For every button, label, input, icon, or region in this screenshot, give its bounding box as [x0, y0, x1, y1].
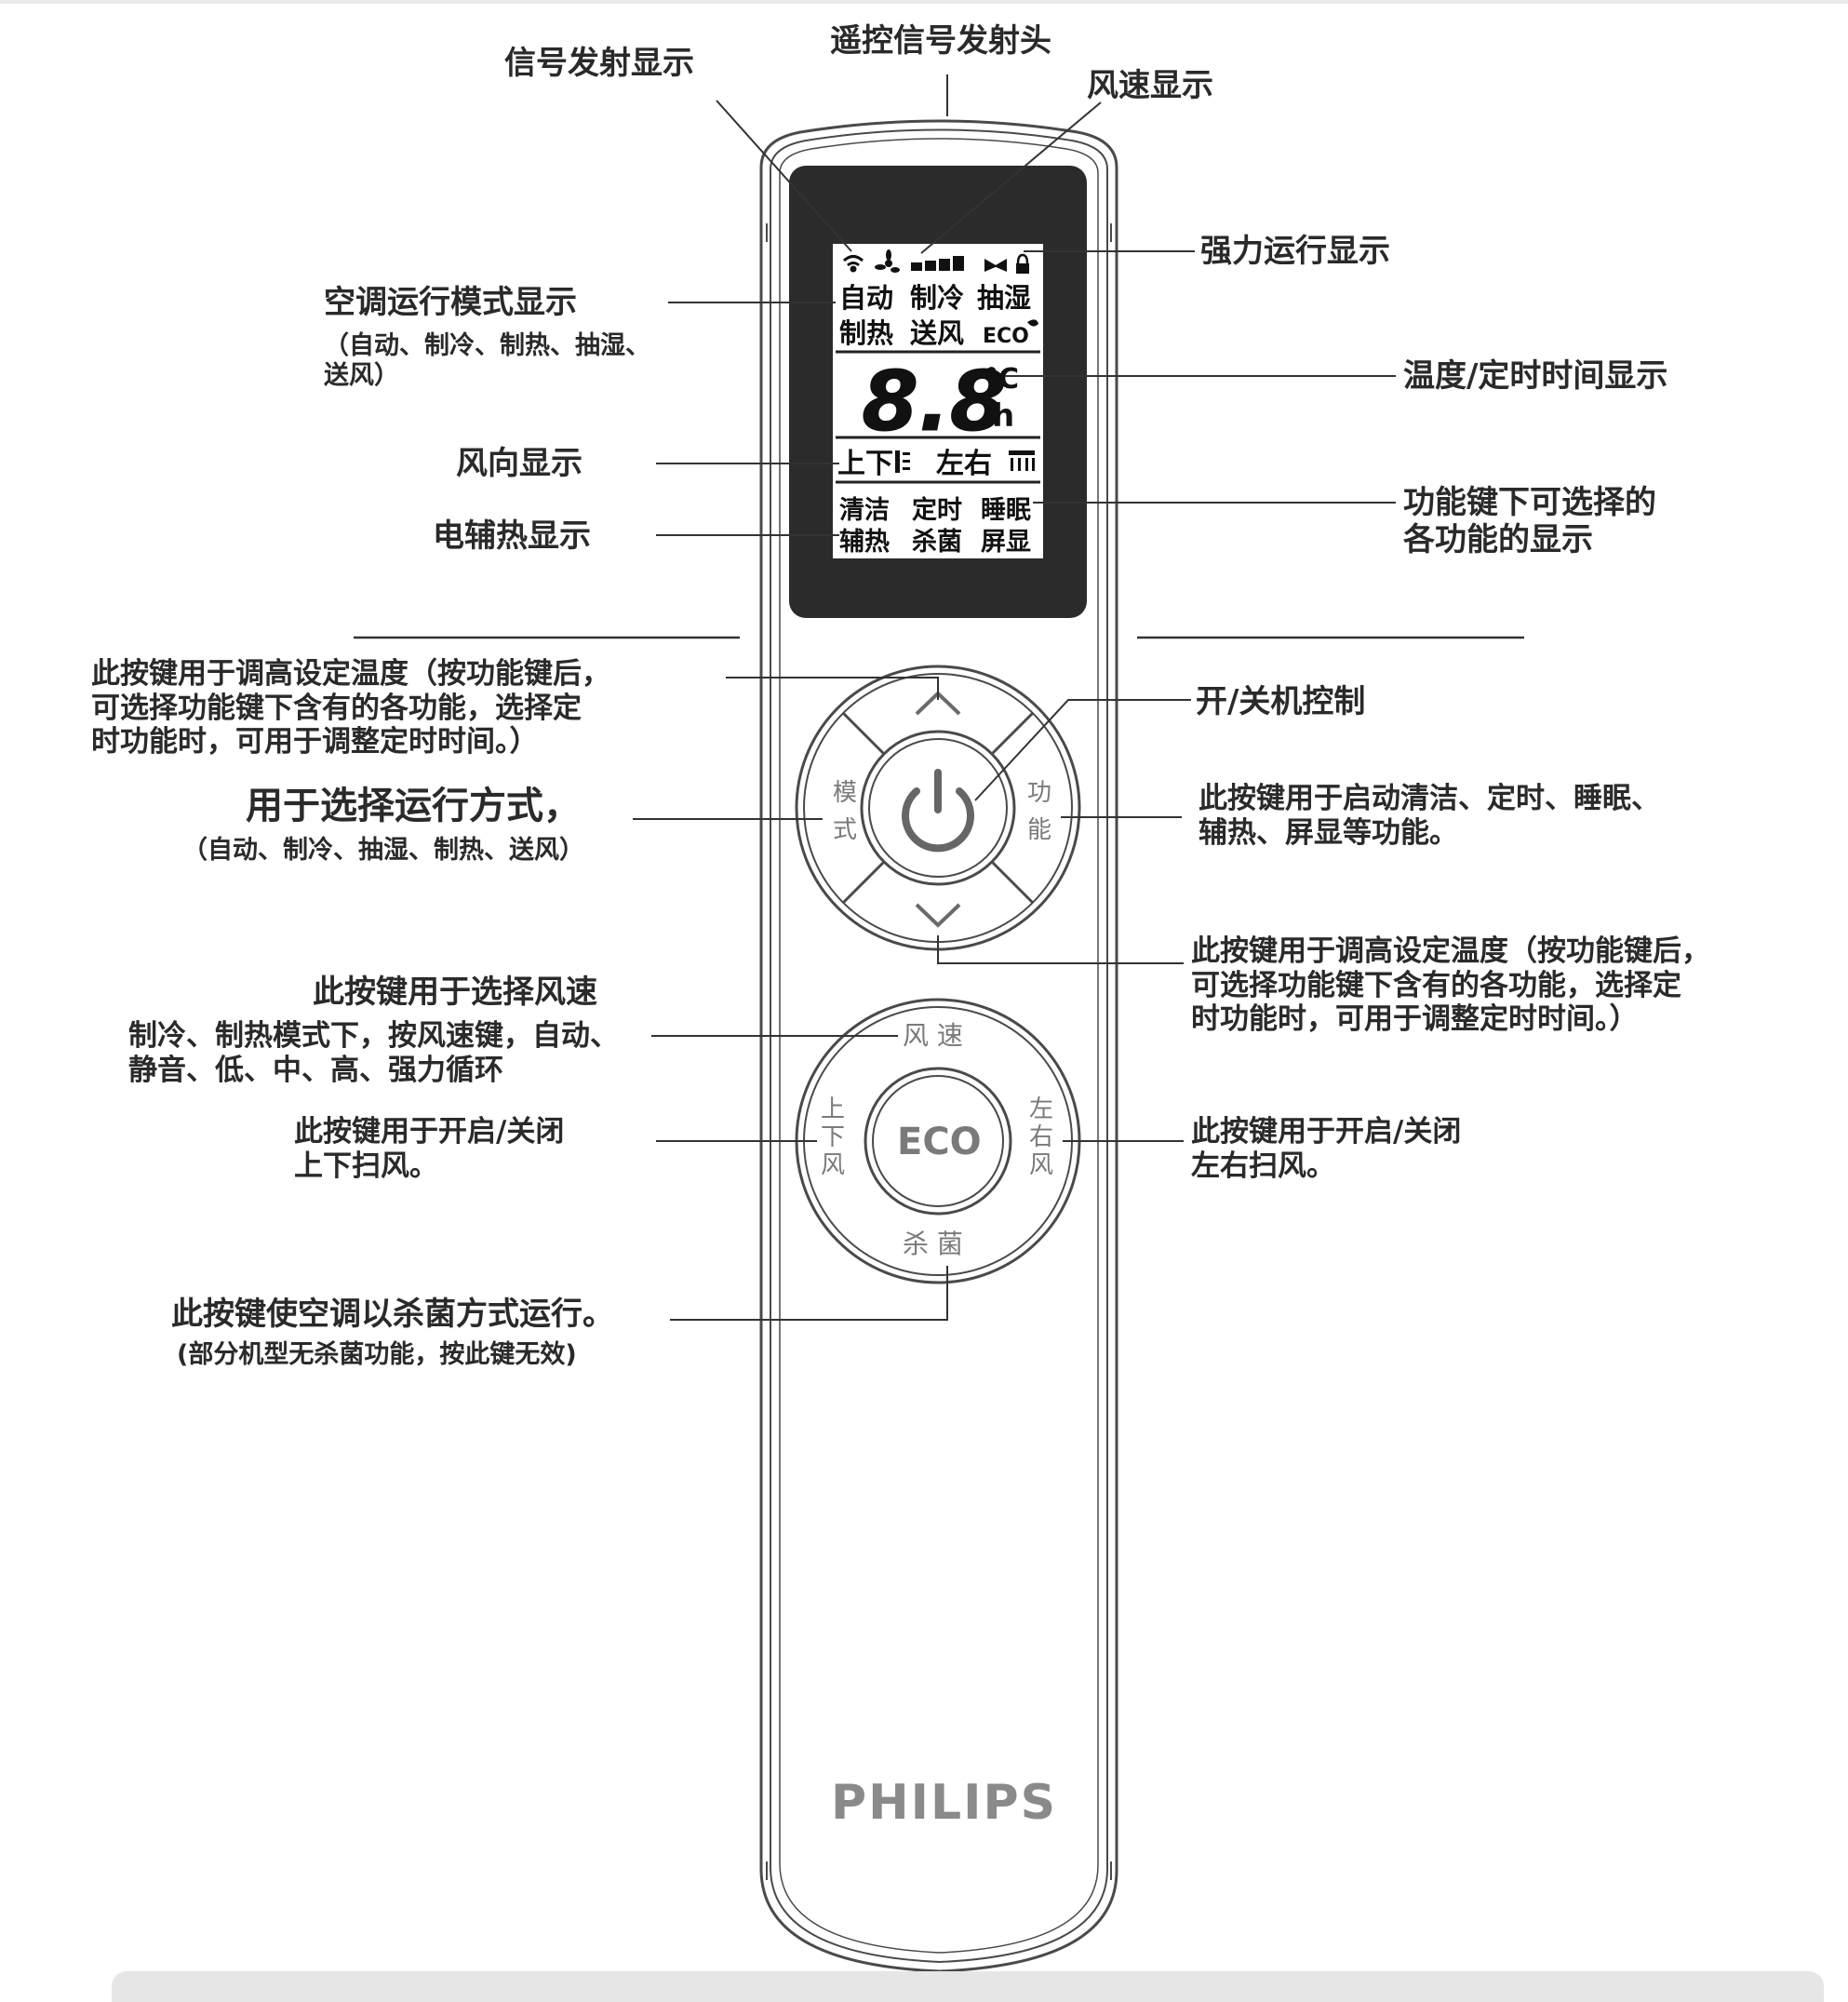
lcd-screen [833, 244, 1043, 558]
fan-speed-button[interactable]: 风 速 [903, 1020, 963, 1051]
label-sterilize-key: 此按键使空调以杀菌方式运行。 [171, 1296, 614, 1333]
lcd-unit-hour: h [992, 397, 1014, 435]
label-fan-speed-display: 风速显示 [1087, 67, 1213, 104]
fan-icon [875, 249, 900, 273]
turbo-icon [984, 259, 1007, 272]
lcd-digits: 8.8 [862, 354, 1007, 450]
lcd-swing-updown: 上下 [837, 448, 893, 480]
lcd-func-sleep: 睡眠 [981, 496, 1031, 525]
label-swing-leftright: 此按键用于开启/关闭 左右扫风。 [1191, 1115, 1462, 1183]
label-power-control: 开/关机控制 [1196, 683, 1366, 720]
label-signal-display: 信号发射显示 [504, 45, 694, 82]
mode-key-char-1[interactable]: 模 [833, 779, 857, 807]
lcd-mode-fan: 送风 [910, 317, 964, 349]
mode-key-char-2[interactable]: 式 [833, 816, 857, 844]
label-sterilize-note: (部分机型无杀菌功能，按此键无效) [177, 1340, 577, 1369]
label-mode-display: 空调运行模式显示 [324, 284, 577, 321]
remote-body [759, 119, 1118, 1973]
swing-updown-char-1[interactable]: 上 [821, 1095, 845, 1123]
leader-lines [633, 74, 1396, 1321]
eco-button[interactable]: ECO [897, 1121, 982, 1163]
label-electric-heat-display: 电辅热显示 [433, 517, 591, 555]
lcd-swing-leftright: 左右 [936, 448, 992, 480]
lcd-mode-dry: 抽湿 [977, 282, 1031, 314]
power-button[interactable] [902, 769, 974, 853]
swing-leftright-icon [1009, 450, 1035, 471]
lock-icon [1016, 253, 1029, 274]
label-up-key: 此按键用于调高设定温度（按功能键后， 可选择功能键下含有的各功能，选择定 时功能… [91, 657, 610, 759]
lcd-func-clean: 清洁 [839, 496, 890, 525]
lcd-mode-cool: 制冷 [910, 282, 964, 314]
lcd-mode-auto: 自动 [839, 282, 893, 314]
swing-updown-char-3[interactable]: 风 [821, 1151, 845, 1179]
label-fan-key-desc: 制冷、制热模式下，按风速键，自动、 静音、低、中、高、强力循环 [128, 1019, 619, 1087]
leaf-icon [1027, 319, 1038, 327]
label-mode-key: 用于选择运行方式， [246, 785, 581, 827]
lcd-func-timer: 定时 [912, 495, 962, 525]
signal-icon [842, 255, 864, 273]
function-key-char-2[interactable]: 能 [1027, 816, 1051, 844]
swing-leftright-char-2[interactable]: 右 [1029, 1123, 1053, 1151]
label-mode-key-desc: （自动、制冷、抽湿、制热、送风） [182, 836, 584, 865]
label-mode-display-desc: （自动、制冷、制热、抽湿、 送风） [324, 331, 650, 390]
swing-leftright-char-3[interactable]: 风 [1029, 1151, 1053, 1179]
top-rule [0, 0, 1848, 4]
swing-leftright-char-1[interactable]: 左 [1029, 1095, 1053, 1123]
lcd-eco: ECO [983, 325, 1029, 348]
lcd-func-aux-heat: 辅热 [839, 528, 890, 557]
lcd-func-sterilize: 杀菌 [912, 527, 962, 557]
label-power-run-display: 强力运行显示 [1200, 233, 1390, 270]
lcd-mode-heat: 制热 [839, 317, 893, 349]
label-fan-key: 此按键用于选择风速 [313, 974, 597, 1011]
sterilize-button[interactable]: 杀 菌 [903, 1229, 963, 1259]
lcd-func-display: 屏显 [981, 528, 1031, 557]
fan-speed-bars-icon [911, 256, 964, 271]
swing-updown-char-2[interactable]: 下 [821, 1123, 845, 1151]
label-function-key: 此按键用于启动清洁、定时、睡眠、 辅热、屏显等功能。 [1199, 782, 1660, 850]
dpad [795, 665, 1081, 951]
function-key-char-1[interactable]: 功 [1027, 779, 1051, 807]
label-wind-direction-display: 风向显示 [456, 445, 583, 482]
brand-logo: PHILIPS [831, 1775, 1057, 1831]
title-ir-emitter: 遥控信号发射头 [830, 22, 1051, 60]
label-swing-updown: 此按键用于开启/关闭 上下扫风。 [294, 1115, 565, 1183]
label-down-key: 此按键用于调高设定温度（按功能键后， 可选择功能键下含有的各功能，选择定 时功能… [1191, 934, 1710, 1037]
swing-updown-icon [895, 450, 910, 473]
down-arrow-button[interactable] [915, 903, 961, 928]
label-function-select-display: 功能键下可选择的 各功能的显示 [1403, 484, 1656, 559]
lcd-unit-celsius: °C [984, 363, 1019, 396]
bottom-band [112, 1971, 1824, 2002]
label-temp-timer-display: 温度/定时时间显示 [1403, 357, 1668, 395]
